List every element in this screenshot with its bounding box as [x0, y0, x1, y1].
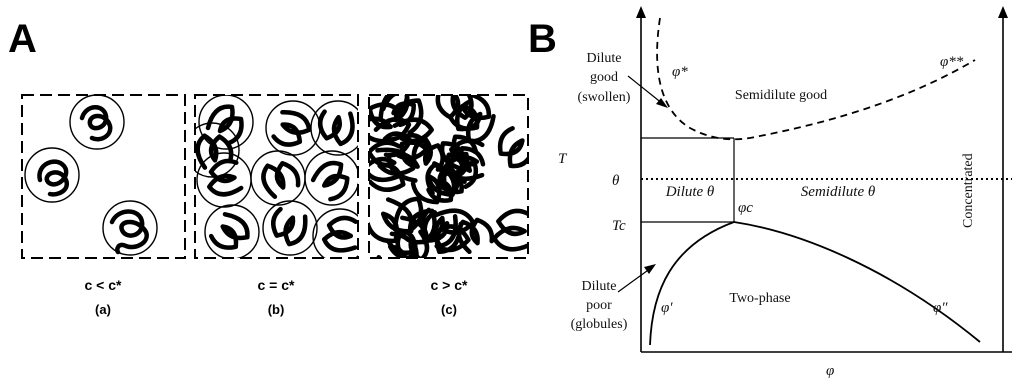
polymer-chain: [263, 163, 298, 196]
polymer-chain: [273, 209, 305, 244]
dilute-poor-line1: Dilute: [582, 279, 617, 294]
polymer-chain: [112, 212, 147, 253]
annotation-arrow-poor: [618, 268, 651, 292]
overlap-concentration-curve: [657, 18, 975, 139]
polymer-chain: [209, 161, 241, 194]
polymer-chain: [39, 162, 66, 195]
caption-dilute: c < c*: [85, 277, 123, 293]
y-axis-label: T: [558, 151, 568, 167]
phi-double-prime-label: φ″: [933, 300, 948, 316]
polymer-chain: [320, 112, 352, 144]
box-semidilute: [360, 86, 535, 268]
dilute-good-line2: good: [590, 70, 618, 85]
caption-semidilute: c > c*: [431, 277, 469, 293]
sublabel-c: (c): [441, 302, 457, 317]
y-axis-arrow: [636, 6, 646, 18]
box-overlap: [185, 95, 367, 263]
polymer-chain: [313, 163, 347, 199]
semidilute-good-label: Semidilute good: [735, 88, 827, 103]
sublabel-b: (b): [268, 302, 285, 317]
caption-overlap: c = c*: [258, 277, 296, 293]
panel-b-letter: B: [528, 17, 557, 61]
box-dilute: [22, 95, 185, 258]
two-phase-label: Two-phase: [729, 291, 790, 306]
annotation-arrow-good: [628, 76, 663, 104]
polymer-chain: [494, 211, 531, 249]
right-boundary-arrow: [998, 6, 1008, 18]
tc-tick-label: Tc: [612, 218, 626, 234]
polymer-chain: [274, 112, 310, 144]
dilute-good-line3: (swollen): [578, 90, 631, 105]
dilute-good-line1: Dilute: [587, 51, 622, 66]
phi-prime-label: φ′: [661, 300, 673, 316]
polymer-chain: [500, 128, 535, 166]
polymer-chain: [324, 218, 356, 250]
phi-star-label: φ*: [672, 64, 688, 80]
x-axis-label: φ: [826, 363, 834, 379]
theta-tick-label: θ: [612, 173, 620, 189]
dilute-theta-label: Dilute θ: [665, 184, 715, 200]
coexistence-curve: [650, 222, 980, 345]
polymer-chain: [211, 214, 247, 247]
dilute-poor-line3: (globules): [571, 317, 628, 332]
phi-c-label: φc: [738, 200, 753, 216]
phi-star-star-label: φ**: [940, 54, 964, 70]
sublabel-a: (a): [95, 302, 111, 317]
polymer-chain: [82, 107, 110, 139]
dilute-poor-line2: poor: [586, 298, 612, 313]
concentrated-label: Concentrated: [961, 153, 976, 228]
semidilute-theta-label: Semidilute θ: [801, 184, 876, 200]
panel-a-letter: A: [8, 17, 37, 61]
